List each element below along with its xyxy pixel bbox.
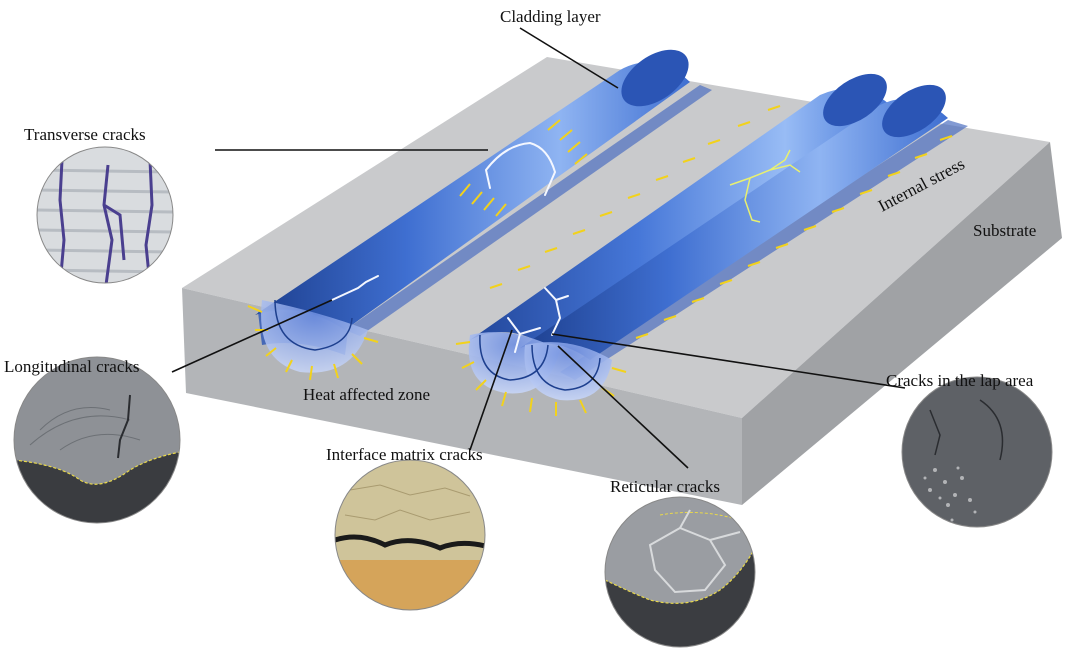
- surface-crack-network: [729, 149, 801, 223]
- transverse-crack-trace: [485, 141, 557, 196]
- label-interface-matrix-cracks: Interface matrix cracks: [326, 445, 483, 464]
- reticular-cracks-micrograph: [604, 496, 756, 648]
- longitudinal-cracks-micrograph: [13, 356, 181, 524]
- interpass-strip-left: [345, 85, 712, 336]
- interface-matrix-cracks-micrograph: [334, 459, 486, 611]
- leader-interface: [469, 329, 513, 451]
- label-reticular-cracks: Reticular cracks: [610, 477, 720, 496]
- transverse-cracks-micrograph: [36, 146, 174, 284]
- leader-reticular: [557, 345, 689, 469]
- leader-longitudinal: [171, 299, 333, 373]
- leader-cladding: [519, 27, 619, 89]
- arrows-strip-right: [635, 135, 953, 339]
- label-cracks-in-lap-area: Cracks in the lap area: [886, 371, 1034, 390]
- arrows-transverse-up: [547, 119, 588, 165]
- haz-single: [261, 300, 368, 373]
- lap-area-cracks-micrograph: [901, 376, 1053, 528]
- label-cladding-layer: Cladding layer: [500, 7, 601, 26]
- arrows-strip-left: [489, 105, 781, 289]
- cladding-bead-lap-pair: [468, 73, 948, 401]
- substrate-side-face: [742, 142, 1062, 505]
- leader-lap: [551, 333, 906, 389]
- longitudinal-crack-trace: [331, 275, 379, 301]
- reticular-crack-trace: [507, 317, 541, 353]
- arrows-transverse-down: [459, 183, 507, 217]
- crack-traces: [331, 141, 569, 353]
- stress-arrows: [247, 105, 953, 416]
- label-heat-affected-zone: Heat affected zone: [303, 385, 430, 404]
- label-substrate: Substrate: [973, 221, 1036, 240]
- cladding-bead-single: [255, 49, 690, 373]
- lap-area-crack-trace: [544, 287, 569, 336]
- leader-lines: [171, 27, 906, 469]
- arrows-haz-left: [247, 305, 379, 381]
- label-longitudinal-cracks: Longitudinal cracks: [4, 357, 140, 376]
- interpass-strip-right: [560, 120, 968, 380]
- label-transverse-cracks: Transverse cracks: [24, 125, 146, 144]
